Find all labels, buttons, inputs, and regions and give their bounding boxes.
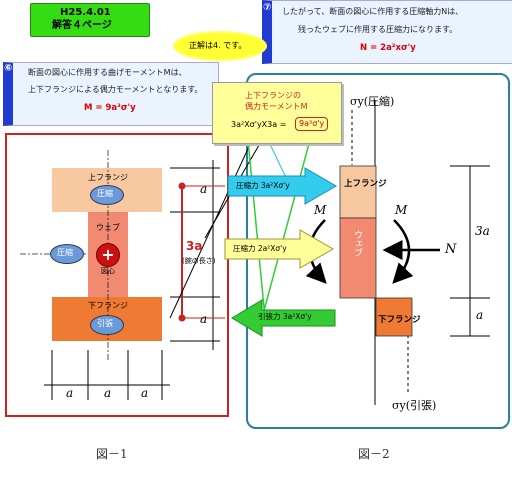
fig1-tension-label: 引張: [97, 319, 113, 328]
fig2-dim-3a: 3a: [475, 224, 490, 238]
fig2-web-label: ウェブ: [352, 230, 362, 257]
fig2-lower-flange-block: [375, 297, 413, 337]
couple-box: [212, 82, 342, 144]
fig1-upper-flange-label: 上フランジ: [88, 173, 128, 182]
arrow-bottom-label: 引張力 3a²Xσ'y: [258, 312, 312, 321]
fig2-caption: 図－2: [358, 447, 390, 461]
arrow-compression-middle: [224, 229, 335, 269]
title-box: [30, 3, 150, 37]
arrow-tension-bottom: [231, 299, 336, 337]
fig1-web-label: ウェブ: [96, 223, 120, 232]
fig1-tension-ellipse: [90, 315, 124, 335]
callout-7-box: [262, 0, 512, 64]
callout-6-line-1: 断面の図心に作用する曲げモーメントMは、: [28, 68, 187, 77]
fig2-dim-a: a: [476, 308, 484, 322]
callout-6-marker: ⑥: [4, 63, 13, 74]
title-line-1: H25.4.01: [60, 7, 111, 18]
centroid-icon: +: [96, 243, 120, 267]
title-line-2: 解答４ページ: [52, 20, 112, 31]
arrow-middle-label: 圧縮力 2a²Xσ'y: [233, 244, 287, 253]
fig1-compression-label: 圧縮: [97, 189, 113, 198]
fig1-side-compression-ellipse: [50, 244, 84, 264]
fig1-lower-flange-label: 下フランジ: [88, 301, 128, 310]
fig2-moment-right-arc: [392, 219, 414, 284]
leader-black-2: [169, 139, 253, 319]
fig1-dim-a-bottom-1: a: [66, 386, 74, 400]
callout-6-line-2: 上下フランジによる偶力モーメントとなります。: [28, 85, 203, 94]
arrow-top-label: 圧縮力 3a²Xσ'y: [236, 181, 290, 190]
leader-green-1: [247, 139, 266, 319]
fig2-axial-label: N: [445, 242, 457, 257]
fig1-side-compression-label: 圧縮: [57, 248, 73, 257]
fig2-upper-flange-block: [339, 165, 377, 219]
fig1-caption: 図－1: [96, 447, 128, 461]
callout-6-box: [3, 62, 219, 126]
callout-6-formula: M = 9a³σ'y: [84, 103, 136, 113]
couple-result: 9a³σ'y: [295, 117, 329, 131]
fig2-sigma-bottom: σy(引張): [392, 399, 437, 412]
fig2-lower-flange-label: 下フランジ: [378, 315, 421, 325]
fig1-compression-ellipse: [90, 185, 124, 205]
couple-title-2: 偶力モーメントM: [245, 102, 308, 111]
leader-green-2: [261, 139, 311, 319]
arrow-compression-top: [227, 167, 337, 205]
fig2-sigma-top: σy(圧縮): [350, 95, 395, 108]
fig1-centroid-label: 図心: [101, 267, 115, 275]
fig1-dim-a-top: a: [200, 182, 208, 196]
fig2-moment-right: M: [395, 203, 408, 217]
fig1-dim-a-bottom-3: a: [141, 386, 149, 400]
couple-formula: 3a²Xσ'yX3a =: [231, 120, 287, 129]
figure-1-frame: [5, 133, 229, 417]
callout-7-line-1: したがって、断面の図心に作用する圧縮軸力Nは、: [282, 7, 464, 16]
fig2-web-block: [339, 217, 377, 299]
callout-7-formula: N = 2a²xσ'y: [360, 43, 416, 53]
callout-7-line-2: 残ったウェブに作用する圧縮力になります。: [298, 25, 458, 34]
fig1-arm-value: 3a: [186, 239, 203, 253]
fig2-upper-flange-label: 上フランジ: [344, 179, 387, 189]
fig1-dim-a-bottom-2: a: [104, 386, 112, 400]
callout-7-marker: ⑦: [263, 2, 272, 13]
answer-bubble: [175, 33, 265, 59]
answer-text: 正解は4. です。: [189, 41, 247, 50]
fig2-moment-left: M: [314, 203, 327, 217]
couple-title-1: 上下フランジの: [245, 91, 301, 100]
fig1-dim-a-bottom: a: [200, 312, 208, 326]
fig1-arm-note: (腕の長さ): [182, 257, 216, 265]
